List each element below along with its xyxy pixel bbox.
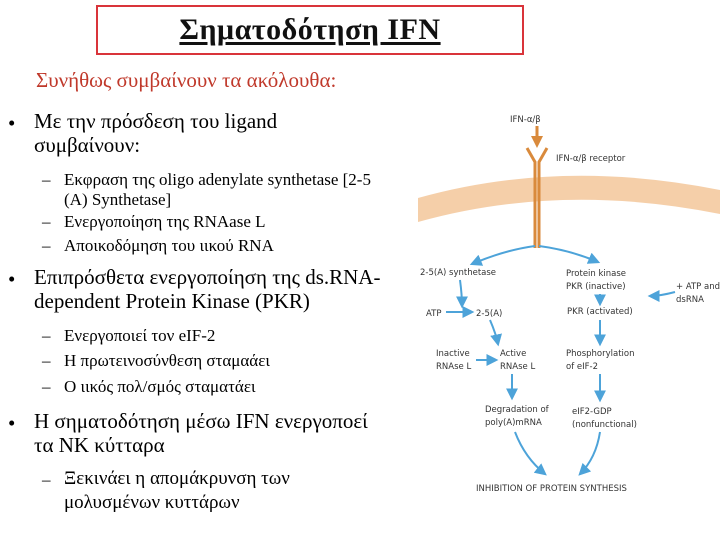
bullet-2-line-1: Επιπρόσθετα ενεργοποίηση της ds.RNA- [34,265,381,289]
sub-1-1-line-2: (A) Synthetase] [64,190,172,209]
bullet-marker: • [8,111,16,135]
atp-dsrna-label-2: dsRNA [676,295,704,305]
pkr-activated-label: PKR (activated) [567,307,633,317]
atp-dsrna-label-1: + ATP and [676,282,720,292]
phosphorylation-label-1: Phosphorylation [566,349,635,359]
sub-2-2-line-1: Η πρωτεινοσύνθεση σταμαάει [64,351,270,370]
arrow-eif2-to-inhibition [578,431,601,476]
bullet-marker: • [8,267,16,291]
inhibition-label: INHIBITION OF PROTEIN SYNTHESIS [476,484,627,494]
atp-label: ATP [426,309,441,319]
ifn-signaling-diagram: IFN-α/β IFN-α/β receptor 2-5(A) syntheta… [418,115,720,494]
eif2-gdp-label-2: (nonfunctional) [572,420,637,430]
ifn-ligand-tip [531,136,543,148]
sub-1-1-line-1: Εκφραση της oligo adenylate synthetase [… [64,170,371,189]
cell-membrane [418,175,720,222]
inactive-rnase-label-1: Inactive [436,349,470,359]
two5a-label: 2-5(A) [476,309,502,319]
ifn-receptor [525,147,549,248]
slide-subtitle: Συνήθως συμβαίνουν τα ακόλουθα: [36,68,337,92]
sub-1-3-line-1: Αποικοδόμηση του ιικού RNA [64,236,274,255]
sub-2-1-line-1: Ενεργοποιεί τον eIF-2 [64,326,216,345]
synthetase-label: 2-5(A) synthetase [420,268,496,278]
bullet-2-line-2: dependent Protein Kinase (PKR) [34,289,310,313]
active-rnase-label-2: RNAse L [500,362,535,372]
arrow-atp-dsrna [647,289,676,302]
sub-1-2-line-1: Ενεργοποίηση της RNAase L [64,212,266,231]
slide-title: Σηματοδότηση IFN [179,13,441,46]
sub-marker: – [42,326,51,345]
bullet-3-line-1: Η σηματοδότηση μέσω IFN ενεργοποεί [34,409,368,433]
sub-marker: – [42,236,51,255]
arrow-to-synthetase [469,245,536,266]
degradation-label-1: Degradation of [485,405,550,415]
arrow-25a-to-rnase [489,319,502,347]
receptor-label: IFN-α/β receptor [556,154,626,164]
active-rnase-label-1: Active [500,349,526,359]
sub-marker: – [42,470,51,489]
sub-3-1-line-2: μολυσμένων κυττάρων [64,492,240,513]
bullet-1-line-2: συμβαίνουν: [34,133,141,157]
phosphorylation-label-2: of eIF-2 [566,362,598,372]
sub-marker: – [42,377,51,396]
sub-2-3-line-1: Ο ιικός πολ/σμός σταματάει [64,377,256,396]
sub-marker: – [42,351,51,370]
bullet-1-line-1: Με την πρόσδεση του ligand [34,109,278,133]
bullet-marker: • [8,411,16,435]
bullet-3-line-2: τα NK κύτταρα [34,433,165,457]
degradation-label-2: poly(A)mRNA [485,418,542,428]
arrow-degradation-to-inhibition [514,431,547,476]
arrow-to-pkr [538,245,601,264]
protein-kinase-label: Protein kinase [566,269,626,279]
title-box: Σηματοδότηση IFN [96,5,524,55]
eif2-gdp-label-1: eIF2-GDP [572,407,612,417]
arrow-synthetase-down [455,279,468,309]
pkr-inactive-label: PKR (inactive) [566,282,626,292]
sub-marker: – [42,170,51,189]
ifn-label: IFN-α/β [510,115,541,125]
inactive-rnase-label-2: RNAse L [436,362,471,372]
sub-3-1-line-1: Ξεκινάει η απομάκρυνση των [64,468,290,489]
sub-marker: – [42,212,51,231]
